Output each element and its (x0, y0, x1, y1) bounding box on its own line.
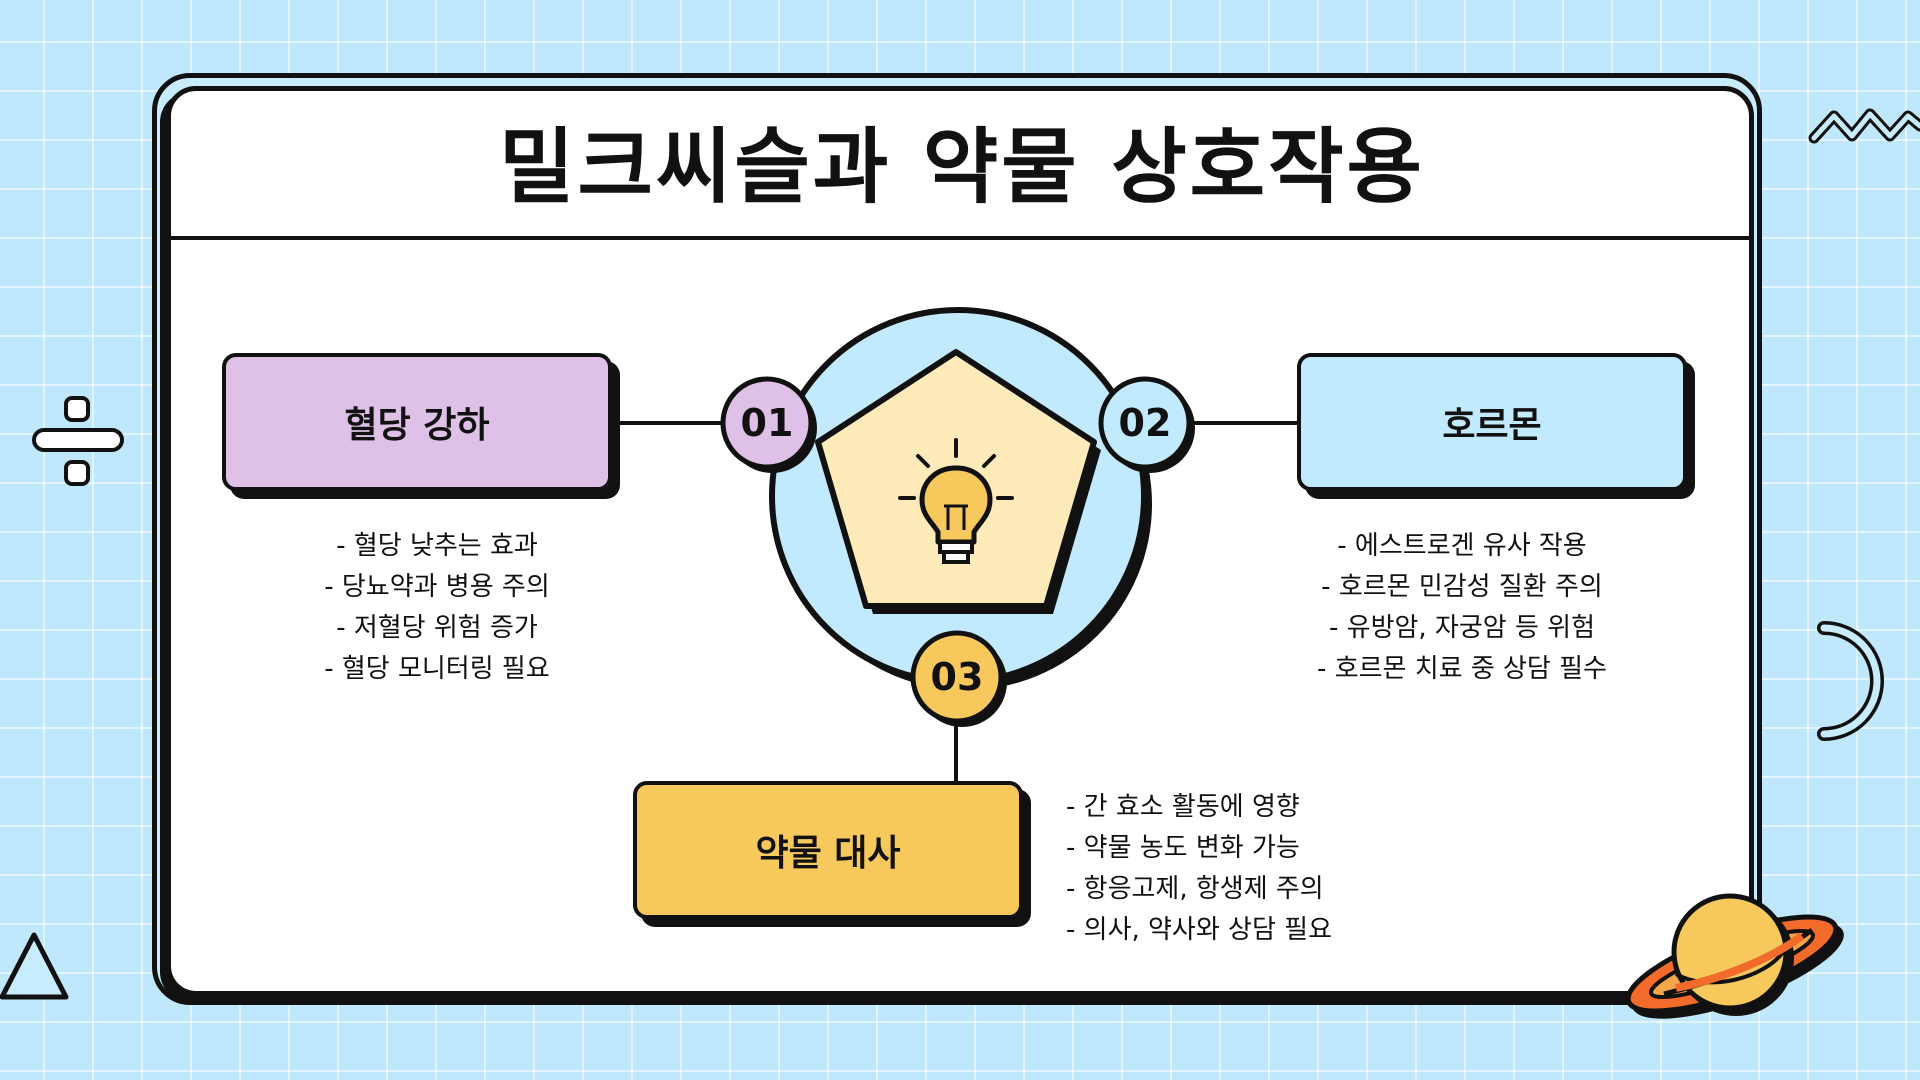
list-item: - 저혈당 위험 증가 (242, 608, 632, 649)
list-item: - 에스트로겐 유사 작용 (1262, 526, 1662, 567)
node-label-01: 혈당 강하 (344, 396, 489, 448)
list-item: - 혈당 낮추는 효과 (242, 526, 632, 567)
list-item: - 항응고제, 항생제 주의 (1066, 869, 1426, 910)
badge-01-number: 01 (741, 401, 794, 445)
badge-02-number: 02 (1119, 401, 1172, 445)
planet-icon (1616, 888, 1856, 1038)
list-item: - 간 효소 활동에 영향 (1066, 787, 1426, 828)
list-item: - 혈당 모니터링 필요 (242, 649, 632, 690)
node-box-02: 호르몬 (1297, 353, 1687, 491)
list-item: - 의사, 약사와 상담 필요 (1066, 910, 1426, 951)
node-label-02: 호르몬 (1442, 396, 1541, 448)
list-item: - 당뇨약과 병용 주의 (242, 567, 632, 608)
bullet-list-02: - 에스트로겐 유사 작용 - 호르몬 민감성 질환 주의 - 유방암, 자궁암… (1262, 526, 1662, 690)
bullet-list-01: - 혈당 낮추는 효과 - 당뇨약과 병용 주의 - 저혈당 위험 증가 - 혈… (242, 526, 632, 690)
list-item: - 유방암, 자궁암 등 위험 (1262, 608, 1662, 649)
bullet-list-03: - 간 효소 활동에 영향 - 약물 농도 변화 가능 - 항응고제, 항생제 … (1066, 787, 1426, 951)
list-item: - 약물 농도 변화 가능 (1066, 828, 1426, 869)
node-box-01: 혈당 강하 (222, 353, 612, 491)
node-box-03: 약물 대사 (633, 781, 1023, 919)
badge-03-number: 03 (931, 655, 984, 699)
list-item: - 호르몬 민감성 질환 주의 (1262, 567, 1662, 608)
node-label-03: 약물 대사 (755, 824, 900, 876)
list-item: - 호르몬 치료 중 상담 필수 (1262, 649, 1662, 690)
